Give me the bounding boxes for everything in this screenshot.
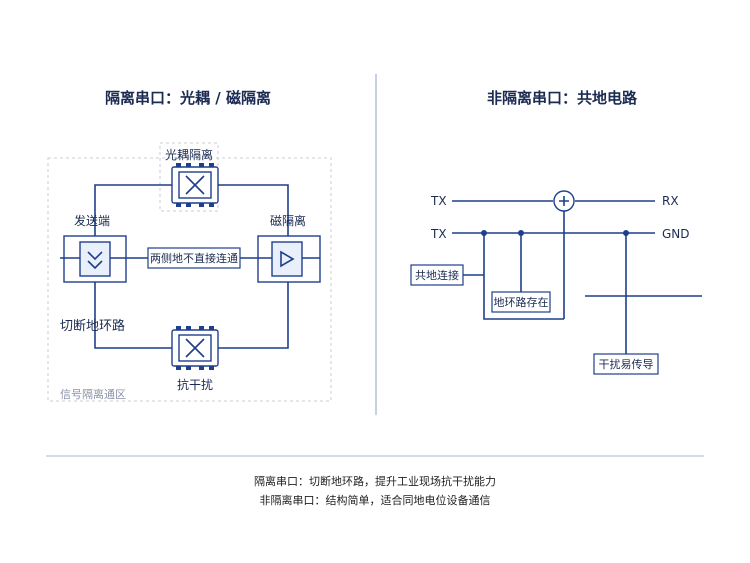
cut-loop-label: 切断地环路 [60, 318, 125, 334]
right-title: 非隔离串口：共地电路 [487, 89, 638, 107]
rx-label: RX [662, 194, 679, 208]
isolation-zone-border [47, 157, 332, 402]
interference-box [593, 353, 659, 375]
ground-loop-label: 地环路存在 [494, 295, 549, 309]
left-title: 隔离串口：光耦 / 磁隔离 [105, 89, 271, 107]
middle-label-box [147, 247, 241, 269]
anti-interference-label: 抗干扰 [177, 377, 213, 392]
middle-label: 两侧地不直接连通 [150, 251, 238, 265]
isolator-chip [171, 326, 219, 370]
sender-label: 发送端 [74, 213, 110, 228]
footer-line-2: 非隔离串口：结构简单，适合同地电位设备通信 [260, 493, 491, 507]
magnetic-label: 磁隔离 [270, 213, 306, 228]
optocoupler-chip [171, 163, 219, 207]
sender-module [60, 235, 127, 283]
tx1-label: TX [430, 194, 447, 208]
common-ground-label: 共地连接 [415, 269, 459, 282]
gnd-label: GND [662, 227, 690, 241]
interference-label: 干扰易传导 [599, 357, 654, 371]
top-loop-wire [94, 184, 289, 237]
ground-loop-box [491, 291, 551, 313]
optocoupler-label: 光耦隔离 [165, 147, 213, 162]
summing-plus [559, 196, 569, 206]
ground-loop-wire [483, 233, 564, 320]
magnetic-module [257, 235, 321, 283]
zone-label: 信号隔离通区 [60, 387, 126, 401]
tx2-label: TX [430, 227, 447, 241]
footer-line-1: 隔离串口：切断地环路，提升工业现场抗干扰能力 [254, 474, 496, 488]
bottom-loop-wire [94, 280, 289, 349]
